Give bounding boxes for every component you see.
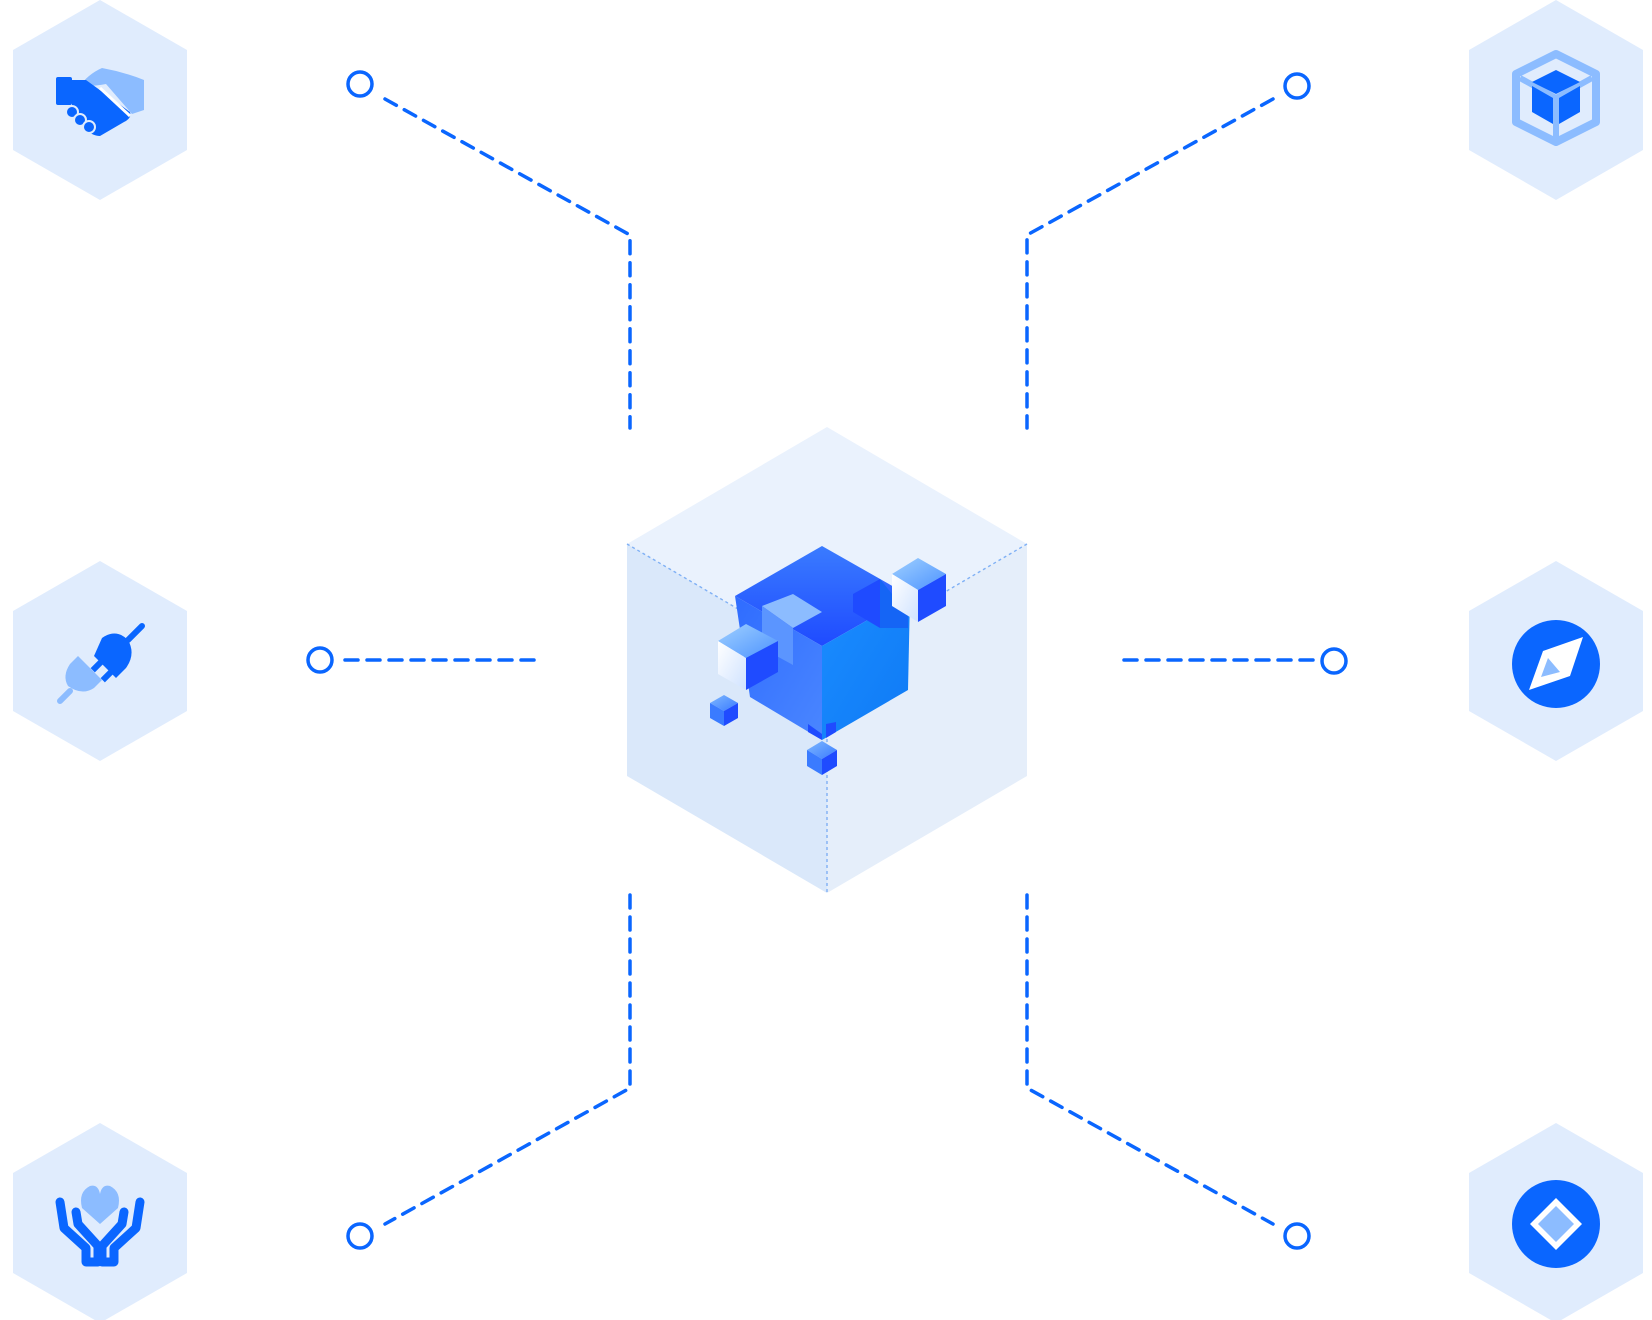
endpoint-bottom-right bbox=[1283, 1222, 1311, 1250]
endpoint-top-right bbox=[1283, 72, 1311, 100]
blocks-cluster-icon bbox=[710, 546, 946, 775]
hands-heart-icon bbox=[55, 1185, 145, 1267]
connectors bbox=[343, 97, 1317, 1226]
handshake-icon bbox=[56, 68, 144, 136]
node-plug bbox=[13, 561, 187, 761]
endpoint-top-left bbox=[346, 70, 374, 98]
node-package bbox=[1469, 0, 1643, 200]
endpoint-bottom-left bbox=[346, 1222, 374, 1250]
connector-top-left bbox=[383, 97, 632, 430]
plug-icon bbox=[57, 623, 145, 704]
node-handshake bbox=[13, 0, 187, 200]
center-face-right bbox=[827, 544, 1027, 893]
diamond-icon bbox=[1512, 1180, 1600, 1268]
connector-top-right bbox=[1025, 97, 1275, 430]
center-hub bbox=[626, 427, 1028, 893]
node-care bbox=[13, 1123, 187, 1320]
endpoint-middle-left bbox=[306, 646, 334, 674]
endpoint-middle-right bbox=[1320, 647, 1348, 675]
connector-endpoints bbox=[306, 70, 1348, 1250]
compass-icon bbox=[1512, 620, 1600, 708]
node-compass bbox=[1469, 561, 1643, 761]
connector-bottom-left bbox=[383, 893, 632, 1226]
connector-bottom-right bbox=[1025, 893, 1275, 1226]
node-diamond bbox=[1469, 1123, 1643, 1320]
package-cube-icon bbox=[1512, 50, 1600, 146]
